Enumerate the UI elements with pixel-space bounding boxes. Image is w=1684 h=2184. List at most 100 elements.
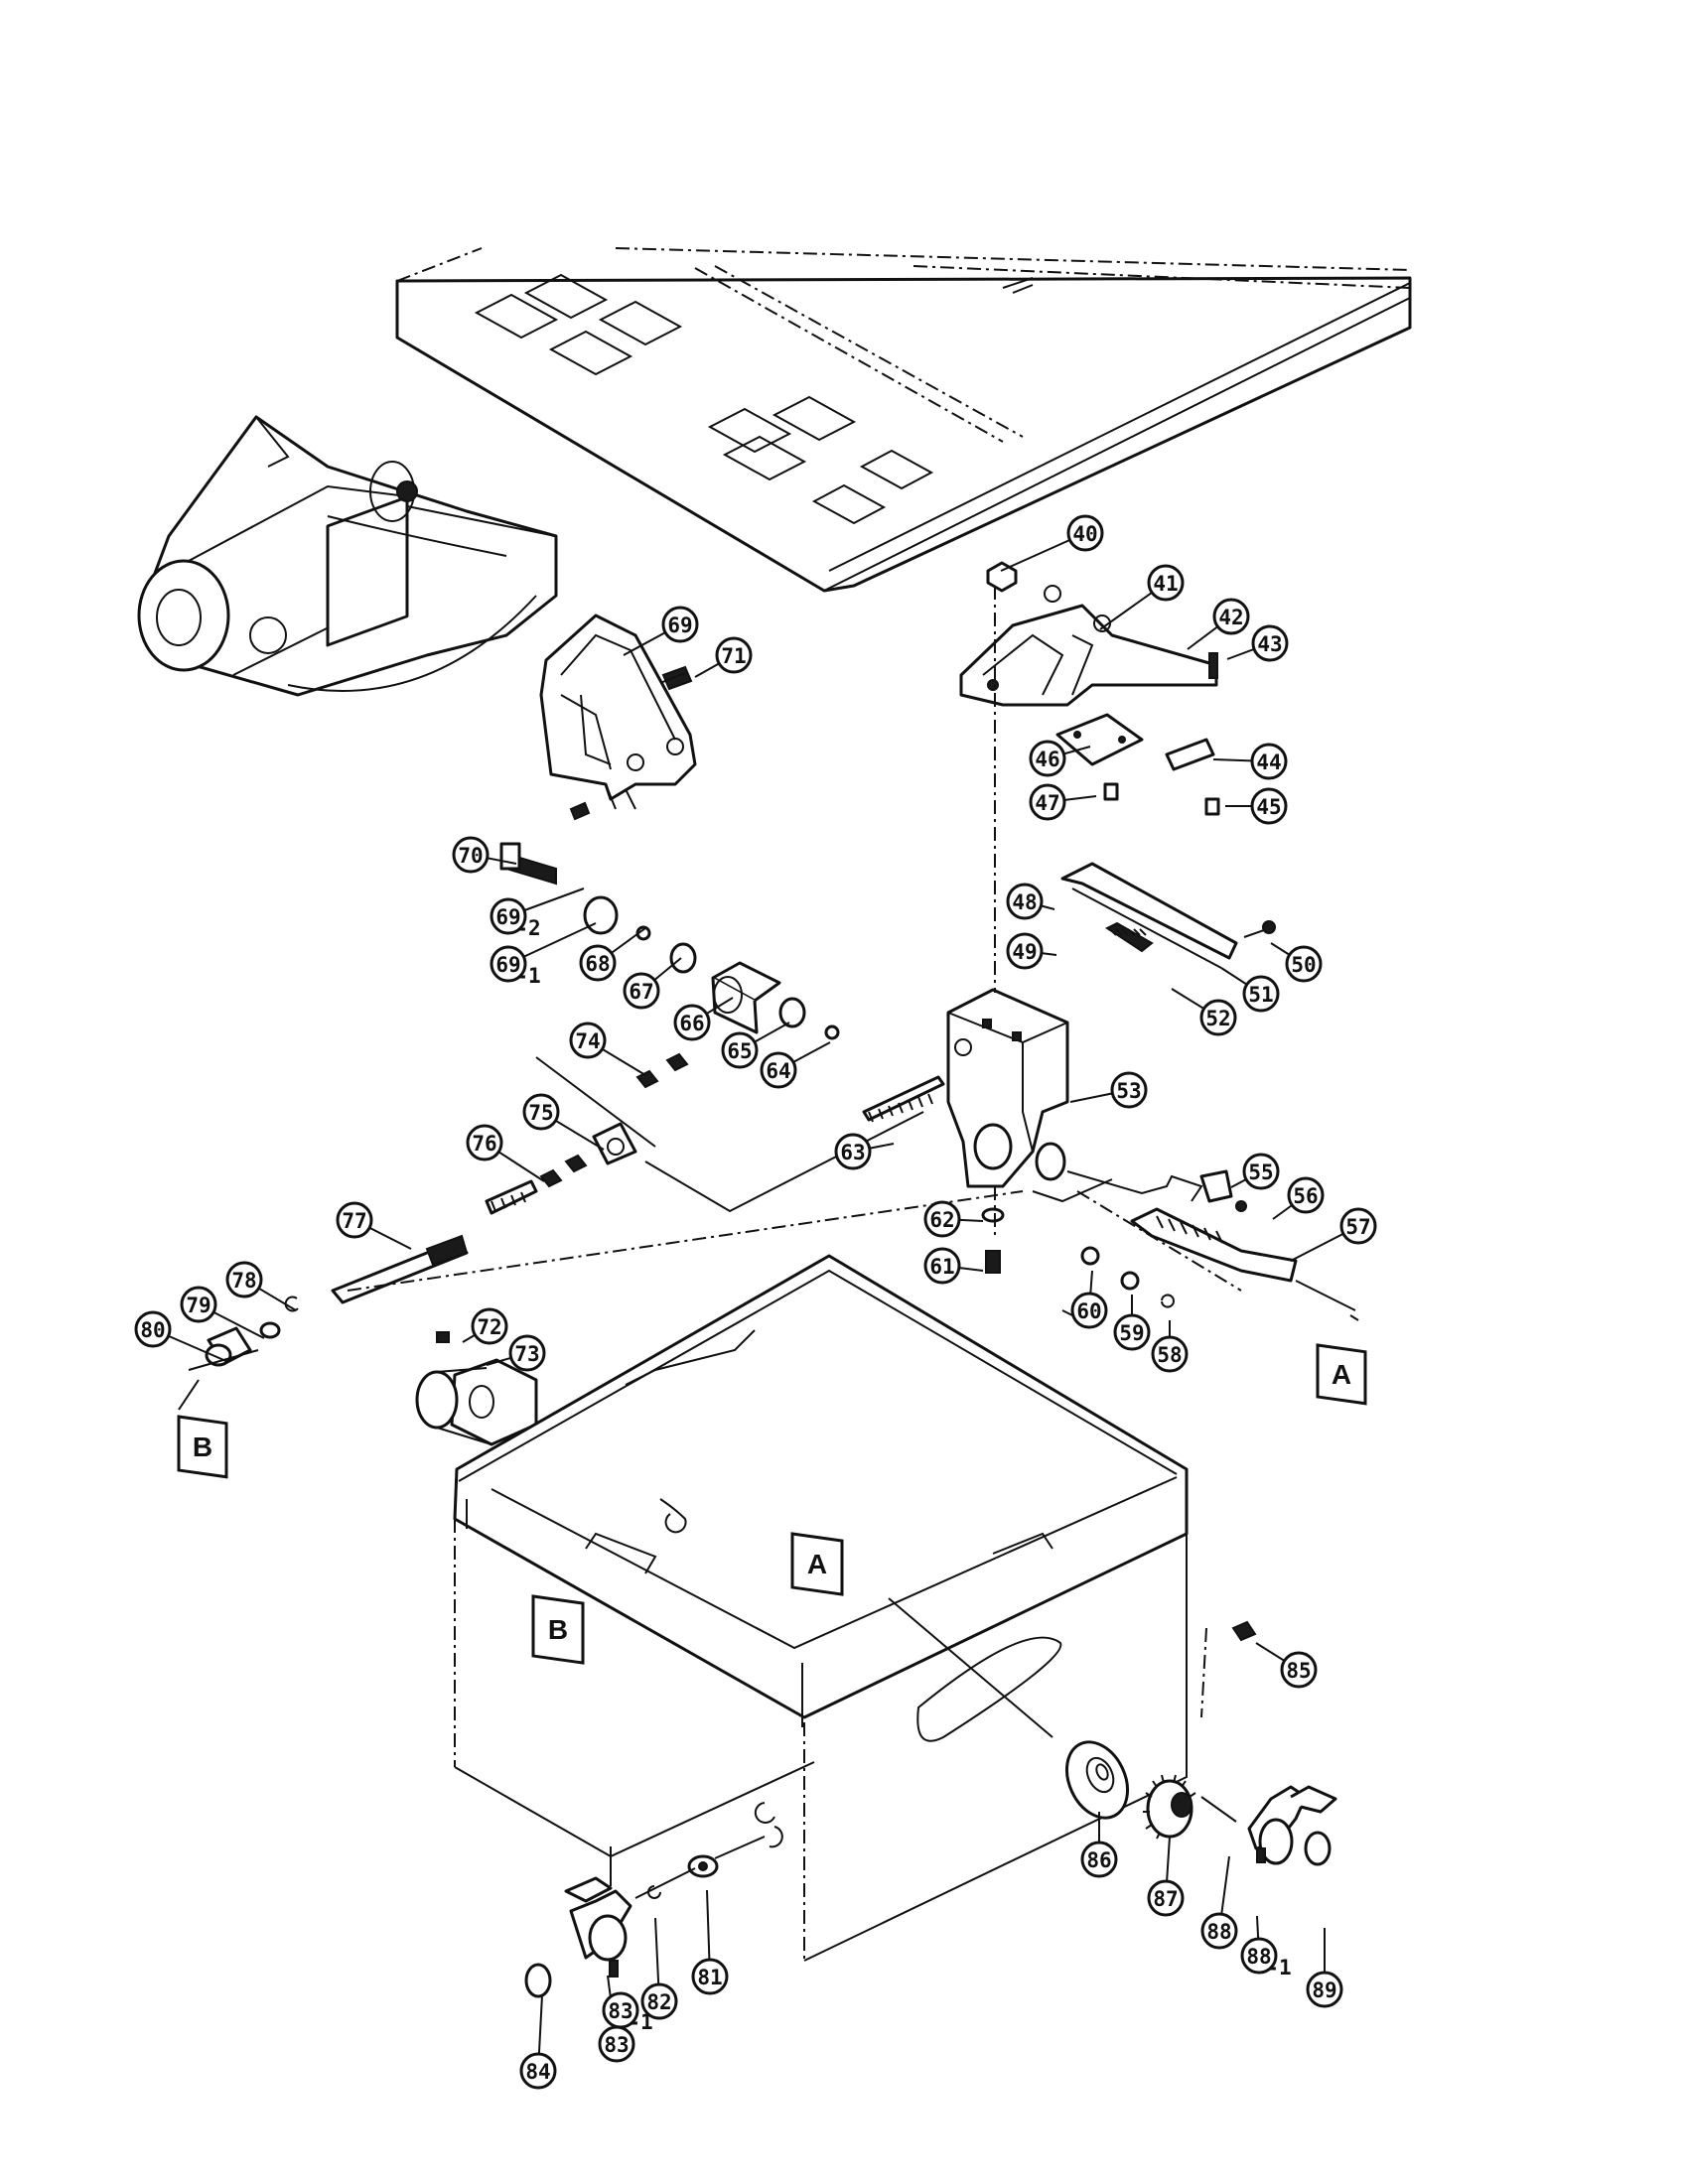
part-number: 75	[528, 1101, 553, 1125]
callout-circle	[1029, 740, 1066, 777]
part-number: 73	[514, 1342, 539, 1366]
callout-circle	[134, 1310, 172, 1348]
part-number: 57	[1345, 1215, 1370, 1239]
part-callout-62: 62	[923, 1200, 984, 1238]
part-number-suffix: -1	[628, 2010, 652, 2034]
part-number: 43	[1257, 632, 1282, 656]
part-number: 46	[1035, 748, 1059, 771]
part-callout-69-1: 69-1	[490, 922, 597, 988]
callout-circle	[1110, 1071, 1148, 1109]
callout-circle	[834, 1133, 872, 1170]
callout-circle	[519, 2052, 557, 2090]
part-number: 76	[472, 1132, 496, 1156]
part-callout-85: 85	[1255, 1642, 1318, 1689]
part-callout-49: 49	[1006, 932, 1057, 970]
reference-tag-b: B	[531, 1594, 585, 1665]
part-callout-53: 53	[1069, 1071, 1148, 1109]
part-number: 53	[1116, 1079, 1141, 1103]
part-number: 42	[1218, 606, 1243, 629]
callout-circle	[1147, 1879, 1185, 1917]
part-callout-56: 56	[1272, 1176, 1325, 1220]
part-callout-88-1: 88-1	[1240, 1915, 1292, 1979]
part-callout-69-2: 69-2	[490, 887, 585, 940]
part-callout-81: 81	[691, 1889, 729, 1995]
part-number: 84	[525, 2060, 550, 2084]
callout-circle	[522, 1093, 560, 1131]
reference-tag-label: B	[548, 1614, 568, 1645]
part-callout-70: 70	[452, 836, 517, 874]
callout-circle	[466, 1124, 503, 1161]
part-number: 69	[667, 614, 692, 637]
callout-circle	[569, 1022, 607, 1059]
part-number: 61	[929, 1255, 954, 1279]
callout-circle	[1200, 1912, 1238, 1950]
part-number: 40	[1072, 522, 1097, 546]
reference-tag-label: A	[807, 1549, 827, 1579]
part-callout-84: 84	[519, 1994, 557, 2090]
callout-circle	[721, 1031, 759, 1069]
part-number: 74	[575, 1029, 600, 1053]
part-number: 45	[1256, 795, 1281, 819]
callout-circle	[1029, 783, 1066, 821]
callout-circle	[1339, 1207, 1377, 1245]
part-number: 49	[1012, 940, 1037, 964]
callout-circle	[1287, 1176, 1325, 1214]
part-callout-78: 78	[225, 1261, 297, 1311]
part-callout-64: 64	[760, 1041, 831, 1089]
handle-81-84	[524, 1802, 775, 1998]
callout-circle	[336, 1201, 373, 1239]
callout-circle	[1212, 598, 1250, 635]
assembly-axis-lines	[178, 586, 1359, 1718]
part-callout-59: 59	[1113, 1295, 1151, 1351]
part-number: 44	[1256, 751, 1281, 774]
part-number: 82	[646, 1990, 671, 2014]
part-callout-46: 46	[1029, 740, 1091, 777]
part-number: 88	[1246, 1945, 1271, 1969]
callout-circle	[1250, 743, 1288, 780]
reference-tag-a: A	[1316, 1343, 1367, 1406]
part-number: 51	[1248, 983, 1273, 1007]
callout-circle	[640, 1982, 678, 2020]
part-callouts: 4041424344454647484950515253555657585960…	[134, 514, 1377, 2090]
callout-circle	[490, 897, 527, 935]
callout-circle	[225, 1261, 263, 1298]
callout-circle	[923, 1200, 961, 1238]
reference-tag-b: B	[177, 1415, 228, 1479]
part-number: 83	[604, 2033, 629, 2057]
part-number: 88	[1206, 1920, 1231, 1944]
callout-circle	[1285, 945, 1323, 983]
part-number: 81	[697, 1966, 722, 1989]
part-callout-74: 74	[569, 1022, 646, 1076]
carrier-53	[946, 988, 1069, 1188]
part-callout-52: 52	[1171, 988, 1237, 1036]
part-callout-80: 80	[134, 1310, 229, 1363]
shaft-63-68	[499, 801, 945, 1123]
callout-circle	[1242, 975, 1280, 1013]
callout-circle	[579, 944, 617, 982]
washers-60-62	[981, 1207, 1175, 1308]
part-callout-67: 67	[623, 957, 682, 1010]
callout-circle	[1080, 1841, 1118, 1878]
bearing-72-73	[415, 1331, 538, 1446]
reference-tag-label: B	[193, 1432, 212, 1462]
callout-circle	[1151, 1335, 1189, 1373]
part-callout-87: 87	[1147, 1836, 1185, 1917]
callout-circle	[490, 945, 527, 983]
part-number: 71	[721, 644, 746, 668]
part-number: 52	[1205, 1007, 1230, 1030]
cabinet	[453, 1254, 1189, 1962]
part-callout-83: 83	[598, 1975, 635, 2063]
part-callout-44: 44	[1212, 743, 1288, 780]
part-number: 48	[1012, 890, 1037, 914]
part-callout-43: 43	[1226, 624, 1289, 662]
part-callout-86: 86	[1080, 1812, 1118, 1878]
callout-circle	[452, 836, 490, 874]
part-number: 63	[840, 1141, 865, 1164]
part-callout-55: 55	[1230, 1153, 1280, 1190]
callout-circle	[180, 1286, 217, 1323]
callout-circle	[1240, 1937, 1278, 1975]
callout-circle	[1251, 624, 1289, 662]
part-number: 65	[727, 1039, 752, 1063]
part-callout-57: 57	[1290, 1207, 1377, 1262]
